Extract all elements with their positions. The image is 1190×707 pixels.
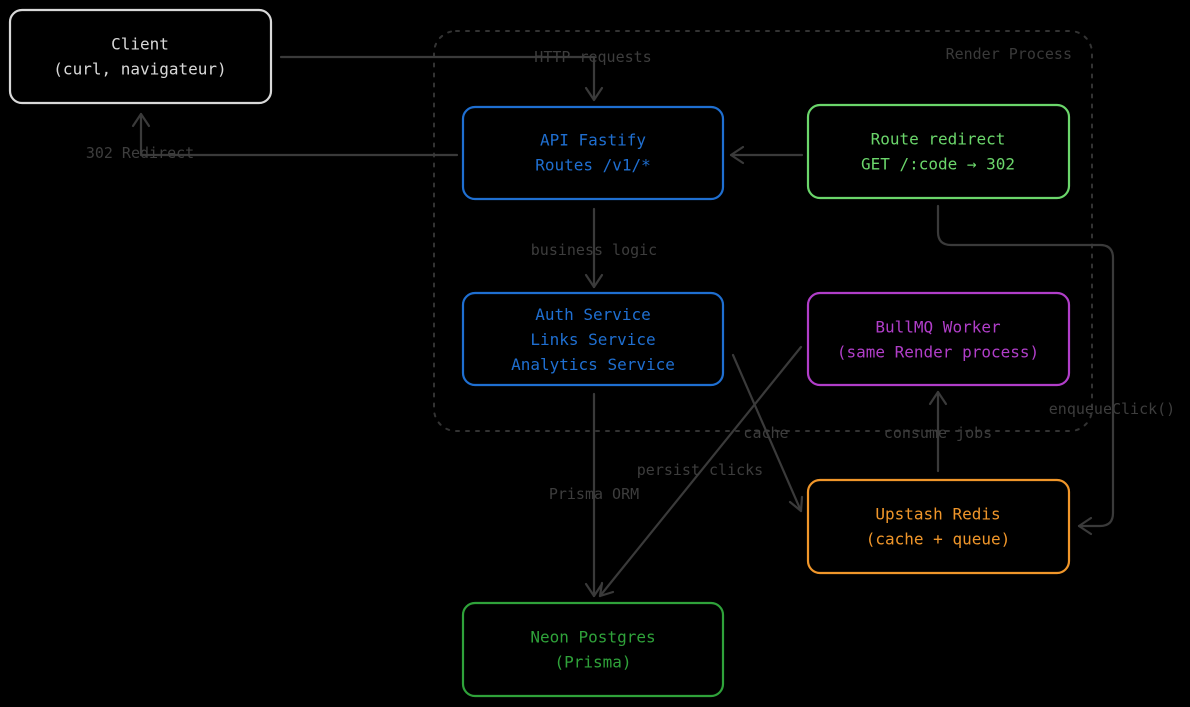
edge-services-to-redis: cache: [731, 353, 804, 513]
node-services-line: Analytics Service: [511, 355, 675, 374]
edge-redirect-route-to-redis: enqueueClick(): [936, 204, 1175, 536]
node-postgres-line: Neon Postgres: [530, 627, 655, 646]
node-api-fastify-box: [461, 105, 725, 201]
edge-label-prisma-orm: Prisma ORM: [549, 485, 639, 503]
edge-api-to-services: business logic: [531, 207, 657, 289]
edge-label-cache: cache: [743, 424, 788, 442]
node-postgres-line: (Prisma): [554, 652, 631, 671]
edge-worker-to-postgres: persist clicks: [598, 345, 803, 598]
node-bullmq-worker: BullMQ Worker (same Render process): [806, 291, 1071, 387]
render-process-label: Render Process: [946, 45, 1072, 63]
node-api-line: API Fastify: [540, 130, 646, 149]
edge-label-persist-clicks: persist clicks: [637, 461, 763, 479]
node-redis-line: Upstash Redis: [875, 504, 1000, 523]
node-worker-line: BullMQ Worker: [875, 317, 1001, 336]
edge-redis-to-worker: consume jobs: [884, 390, 992, 473]
node-client-line: Client: [111, 34, 169, 53]
node-worker-line: (same Render process): [837, 342, 1039, 361]
edge-label-enqueue-click: enqueueClick(): [1049, 400, 1175, 418]
node-client-line: (curl, navigateur): [53, 59, 226, 78]
svg-text:Upstash Redis(cache + queue): Upstash Redis (cache + queue): [866, 504, 1011, 548]
edge-client-to-api: HTTP requests: [279, 48, 652, 102]
node-bullmq-worker-box: [806, 291, 1071, 387]
svg-text:BullMQ Worker(same Render proc: BullMQ Worker (same Render process): [837, 317, 1039, 361]
node-neon-postgres: Neon Postgres (Prisma): [461, 601, 725, 698]
node-upstash-redis: Upstash Redis (cache + queue): [806, 478, 1071, 575]
node-upstash-redis-box: [806, 478, 1071, 575]
node-redis-line: (cache + queue): [866, 529, 1011, 548]
edge-label-consume-jobs: consume jobs: [884, 424, 992, 442]
node-services-line: Auth Service: [535, 305, 651, 324]
node-redirect-route-line: GET /:code → 302: [861, 154, 1015, 173]
svg-text:Neon Postgres(Prisma): Neon Postgres (Prisma): [530, 627, 655, 671]
node-client-box: [8, 8, 273, 105]
edge-api-to-client: 302 Redirect: [86, 112, 459, 162]
edge-services-to-postgres: Prisma ORM: [549, 392, 639, 598]
node-services-line: Links Service: [530, 330, 655, 349]
svg-text:Client(curl, navigateur): Client (curl, navigateur): [53, 34, 226, 78]
node-services-box: [461, 291, 725, 387]
node-api-line: Routes /v1/*: [535, 155, 651, 174]
node-redirect-route-line: Route redirect: [871, 129, 1006, 148]
node-route-redirect-box: [806, 103, 1071, 200]
edge-label-business-logic: business logic: [531, 241, 657, 259]
edge-label-302-redirect: 302 Redirect: [86, 144, 194, 162]
edge-redirect-route-to-api: [729, 145, 804, 165]
node-neon-postgres-box: [461, 601, 725, 698]
node-client: Client (curl, navigateur): [8, 8, 273, 105]
edge-label-http-requests: HTTP requests: [534, 48, 651, 66]
